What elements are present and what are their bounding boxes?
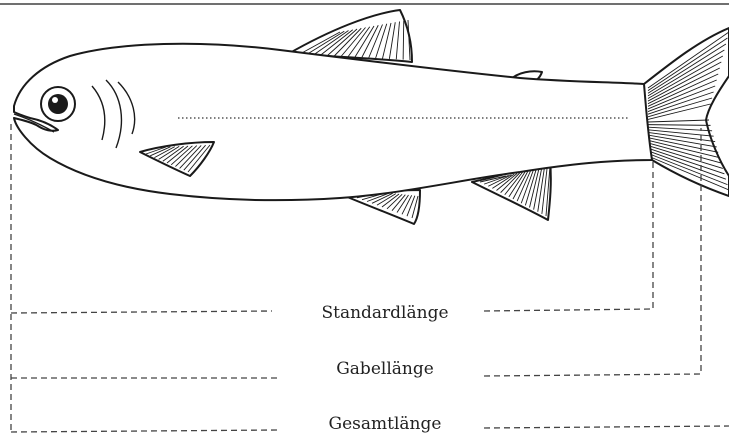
caudal-fin xyxy=(644,28,729,196)
eye xyxy=(41,87,75,121)
total-length-label: Gesamtlänge xyxy=(329,414,442,434)
fork-length-label: Gabellänge xyxy=(336,359,434,379)
standard-length-label: Standardlänge xyxy=(321,303,448,323)
standard-length-line xyxy=(11,311,272,313)
fish-body xyxy=(14,44,652,200)
total-length-line xyxy=(11,430,278,432)
